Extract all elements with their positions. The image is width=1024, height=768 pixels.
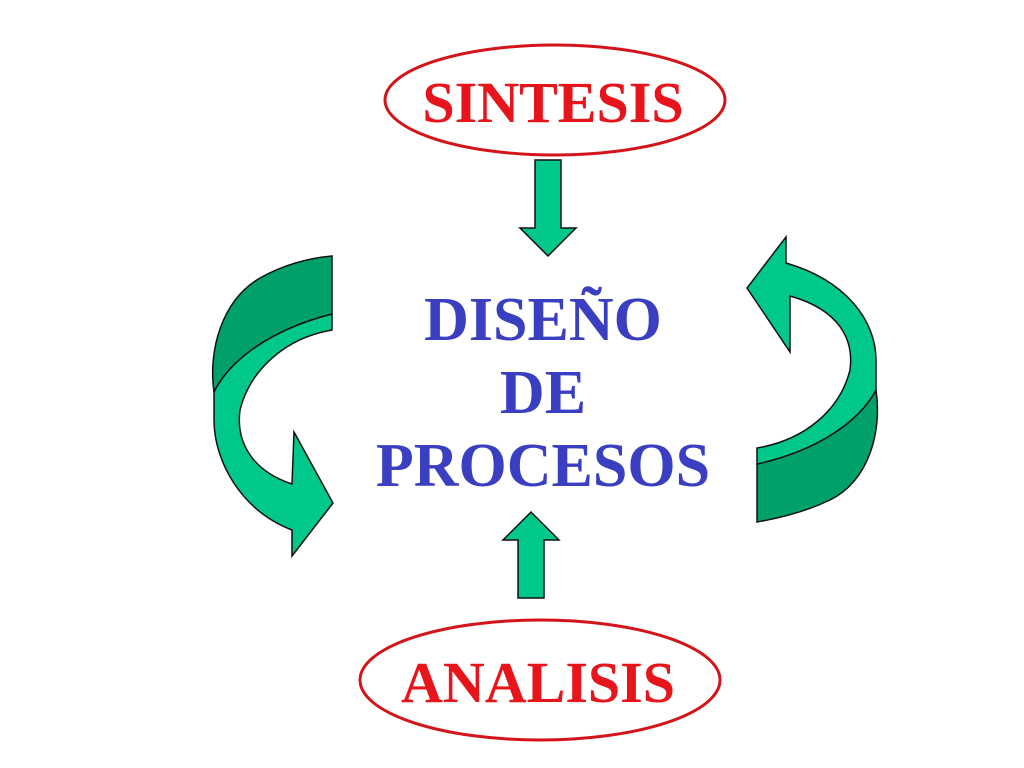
up-arrow-icon	[501, 510, 561, 599]
center-line-1: DISEÑO	[424, 286, 662, 354]
left-curved-arrow-icon	[211, 255, 334, 559]
analisis-node: ANALISIS	[358, 618, 722, 742]
sintesis-ellipse	[383, 43, 727, 157]
center-line-3: PROCESOS	[376, 432, 710, 500]
center-title: DISEÑO DE PROCESOS	[376, 286, 710, 500]
center-line-2: DE	[500, 359, 586, 427]
analisis-label: ANALISIS	[401, 650, 675, 715]
analisis-ellipse	[358, 618, 722, 742]
right-curved-arrow-icon	[746, 234, 879, 523]
sintesis-label: SINTESIS	[422, 70, 683, 135]
sintesis-node: SINTESIS	[383, 43, 727, 157]
down-arrow-icon	[518, 159, 578, 258]
